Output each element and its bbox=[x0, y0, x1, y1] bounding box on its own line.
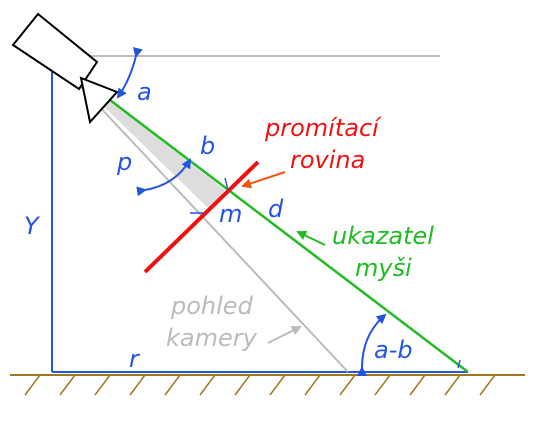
label-b: b bbox=[200, 132, 215, 160]
projection-plane bbox=[143, 160, 260, 274]
camera-view-label-pointer bbox=[267, 326, 302, 344]
label-m: m bbox=[219, 200, 242, 228]
label-a-minus-b: a-b bbox=[374, 336, 413, 364]
tick-mark-end bbox=[457, 359, 461, 369]
angle-a-minus-b-arc bbox=[356, 313, 387, 377]
camera-icon bbox=[11, 12, 119, 125]
mouse-pointer-line bbox=[51, 55, 469, 373]
label-projection-plane-line1: promítací bbox=[264, 114, 382, 142]
angle-b-arc bbox=[136, 158, 192, 197]
label-r: r bbox=[129, 345, 141, 373]
label-mouse-pointer-line2: myši bbox=[355, 254, 412, 282]
tick-mark-d bbox=[224, 177, 229, 191]
label-camera-view-line2: kamery bbox=[166, 324, 258, 352]
label-p: p bbox=[116, 148, 132, 176]
label-camera-view-line1: pohled bbox=[170, 292, 254, 320]
label-a: a bbox=[137, 78, 152, 106]
ground bbox=[10, 374, 525, 396]
angle-a-arc bbox=[116, 47, 143, 99]
label-d: d bbox=[268, 195, 284, 223]
label-Y: Y bbox=[24, 212, 41, 240]
label-mouse-pointer-line1: ukazatel bbox=[332, 222, 434, 250]
mouse-pointer-label-pointer bbox=[296, 230, 326, 246]
projection-plane-pointer bbox=[241, 171, 286, 189]
label-projection-plane-line2: rovina bbox=[290, 146, 365, 174]
